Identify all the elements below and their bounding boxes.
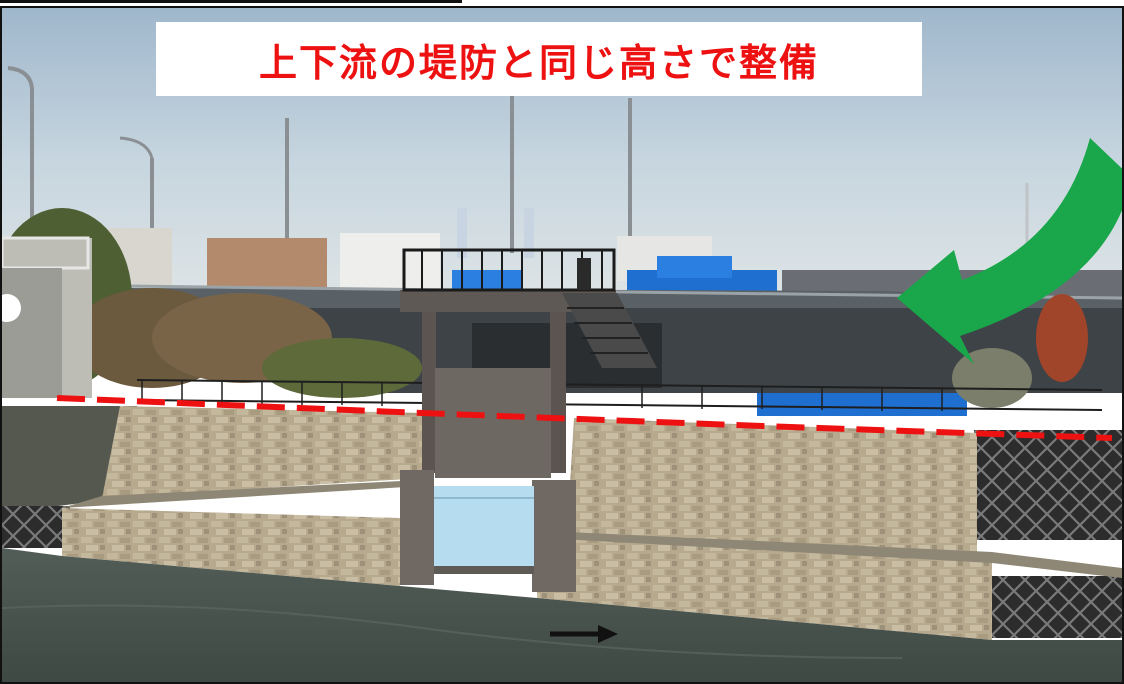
vegetation (2, 208, 1088, 408)
caption-text: 上下流の堤防と同じ高さで整備 (258, 40, 819, 85)
sluice-gate (400, 248, 657, 592)
green-curved-arrow-icon (897, 138, 1122, 364)
caption-box: 上下流の堤防と同じ高さで整備 (156, 22, 922, 96)
frame-top-line (0, 0, 462, 3)
flow-direction-arrow-icon (550, 625, 618, 643)
stone-revetment (62, 406, 1122, 640)
riverbank-photo: 上下流の堤防と同じ高さで整備 (0, 6, 1124, 684)
levee-fence (136, 379, 1103, 411)
levee-height-line (56, 395, 1113, 441)
